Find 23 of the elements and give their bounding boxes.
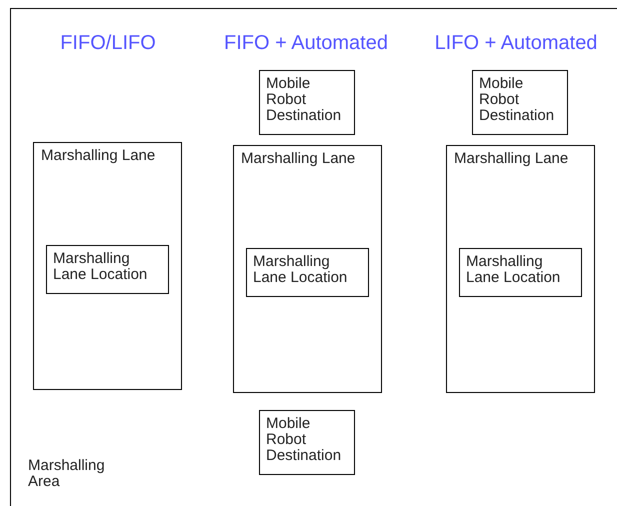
node-label: Marshalling Lane: [454, 151, 570, 167]
location-box: [459, 248, 582, 297]
destination-box: [259, 70, 355, 135]
node-label: Marshalling Area: [28, 458, 106, 490]
lane-box: [446, 145, 595, 393]
lane-box: [233, 145, 382, 393]
node-label: Mobile Robot Destination: [266, 76, 342, 124]
node-label: Marshalling Lane: [241, 151, 356, 167]
destination-box: [259, 410, 355, 475]
node-label: Marshalling Lane Location: [466, 254, 562, 286]
area-outline: [10, 8, 617, 506]
node-label: Marshalling Lane Location: [53, 251, 148, 283]
node-label: Marshalling Lane: [41, 148, 156, 164]
location-box: [246, 248, 369, 297]
column-heading: FIFO/LIFO: [60, 32, 156, 55]
column-heading: LIFO + Automated: [434, 32, 598, 55]
lane-box: [33, 142, 182, 390]
node-label: Mobile Robot Destination: [266, 416, 342, 464]
destination-box: [472, 70, 568, 135]
location-box: [46, 245, 169, 294]
column-heading: FIFO + Automated: [224, 32, 388, 55]
node-label: Mobile Robot Destination: [479, 76, 556, 124]
node-label: Marshalling Lane Location: [253, 254, 348, 286]
